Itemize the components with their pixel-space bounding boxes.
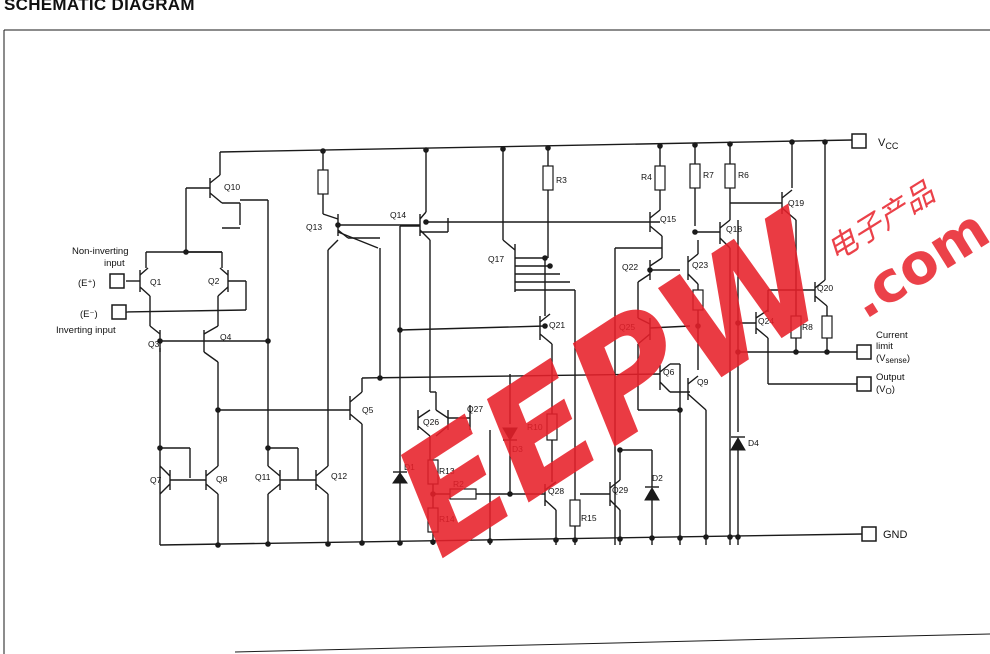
label-q18: Q18	[726, 224, 742, 234]
label-r14: R14	[439, 514, 455, 524]
label-q28: Q28	[548, 486, 564, 496]
label-non-inverting-2: input	[104, 258, 125, 269]
label-e-plus: (E⁺)	[78, 278, 96, 289]
input-stage	[125, 152, 350, 545]
label-d3: D3	[512, 444, 523, 454]
label-q5: Q5	[362, 405, 374, 415]
label-q3: Q3	[148, 339, 160, 349]
diagram-frame	[3, 29, 990, 654]
label-current-limit-2: limit	[876, 341, 893, 352]
label-q11: Q11	[255, 472, 271, 482]
label-r15: R15	[581, 513, 597, 523]
pin-e-plus	[109, 273, 125, 289]
label-r6: R6	[738, 170, 749, 180]
label-q29: Q29	[612, 485, 628, 495]
label-q14: Q14	[390, 210, 406, 220]
pads	[109, 133, 877, 542]
pin-output	[856, 376, 872, 392]
label-q21: Q21	[549, 320, 565, 330]
label-output-2: (VO)	[876, 384, 895, 396]
q17-q28-stage	[502, 148, 581, 545]
pin-current-limit	[856, 344, 872, 360]
label-q24: Q24	[758, 316, 774, 326]
label-q2: Q2	[208, 276, 220, 286]
junction-dots	[157, 139, 830, 548]
label-inverting: Inverting input	[56, 325, 116, 336]
output-stage	[730, 142, 862, 385]
label-q15: Q15	[660, 214, 676, 224]
q5-stage	[349, 373, 661, 545]
label-q13: Q13	[306, 222, 322, 232]
label-r8: R8	[802, 322, 813, 332]
label-q27: Q27	[467, 404, 483, 414]
label-d4: D4	[748, 438, 759, 448]
pin-gnd	[861, 526, 877, 542]
component-labels: Q10 Q1 Q2 Q3 Q4 Q7 Q8 Q11 Q12 Q13 Q14 Q5…	[148, 170, 833, 524]
label-q4: Q4	[220, 332, 232, 342]
label-q20: Q20	[817, 283, 833, 293]
label-d1: D1	[404, 462, 415, 472]
pin-e-minus	[111, 304, 127, 320]
label-q1: Q1	[150, 277, 162, 287]
label-q7: Q7	[150, 475, 162, 485]
label-r3: R3	[556, 175, 567, 185]
q18-q9-stage	[659, 144, 862, 545]
label-q12: Q12	[331, 471, 347, 481]
pin-vcc	[851, 133, 867, 149]
current-sources	[317, 150, 660, 545]
label-vcc: VCC	[878, 137, 899, 151]
label-current-limit-1: Current	[876, 330, 908, 341]
label-r2: R2	[453, 479, 464, 489]
label-d2: D2	[652, 473, 663, 483]
page-title: SCHEMATIC DIAGRAM	[4, 0, 195, 14]
label-r13: R13	[439, 466, 455, 476]
label-q8: Q8	[216, 474, 228, 484]
label-q19: Q19	[788, 198, 804, 208]
label-gnd: GND	[883, 529, 908, 541]
label-q22: Q22	[622, 262, 638, 272]
label-q9: Q9	[697, 377, 709, 387]
label-current-limit-3: (Vsense)	[876, 353, 910, 365]
label-non-inverting-1: Non-inverting	[72, 246, 129, 257]
label-r10: R10	[527, 422, 543, 432]
label-q6: Q6	[663, 367, 675, 377]
label-e-minus: (E⁻)	[80, 309, 98, 320]
q26-q27-stage	[392, 325, 546, 545]
label-r7: R7	[703, 170, 714, 180]
label-q25: Q25	[619, 322, 635, 332]
pin-labels: VCC Non-inverting input (E⁺) (E⁻) Invert…	[56, 137, 910, 541]
label-r4: R4	[641, 172, 652, 182]
label-q26: Q26	[423, 417, 439, 427]
q15-q29-stage	[580, 146, 691, 545]
label-q23: Q23	[692, 260, 708, 270]
label-q10: Q10	[224, 182, 240, 192]
label-output-1: Output	[876, 372, 905, 383]
label-q17: Q17	[488, 254, 504, 264]
